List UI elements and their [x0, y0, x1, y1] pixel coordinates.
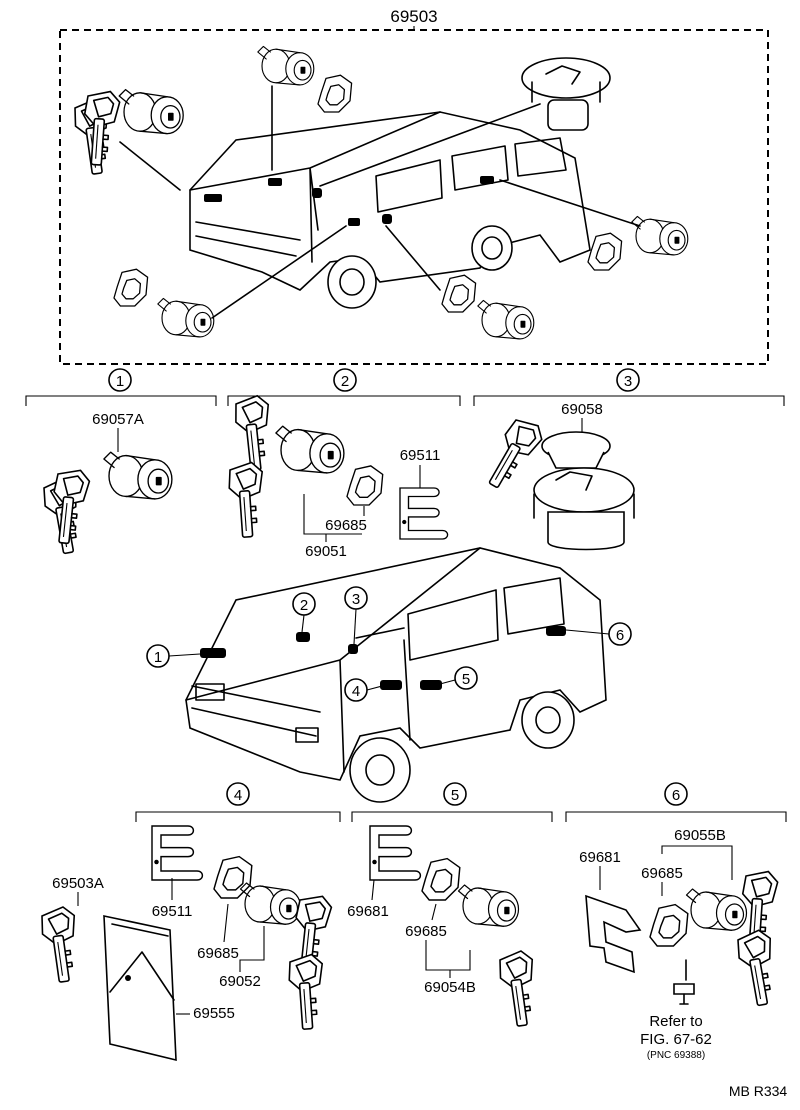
svg-text:1: 1 — [154, 649, 162, 666]
section-header-6: 6 — [565, 782, 787, 822]
svg-text:4: 4 — [352, 683, 360, 700]
svg-text:2: 2 — [300, 597, 308, 614]
section-5-lock — [457, 884, 542, 1029]
part-label-69511-a: 69511 — [400, 447, 441, 464]
section-header-1: 1 — [25, 368, 217, 406]
svg-text:Refer to: Refer to — [649, 1013, 702, 1030]
section-4-lock — [239, 882, 334, 1031]
part-label-69681-b: 69681 — [579, 849, 621, 866]
top-arrows — [119, 85, 641, 319]
top-cylinder-1 — [257, 45, 315, 86]
key-case — [103, 915, 177, 1062]
spare-key — [38, 904, 84, 985]
van-callout-4: 4 — [344, 678, 383, 702]
section-header-4: 4 — [135, 782, 341, 822]
part-label-69503: 69503 — [390, 7, 437, 26]
top-ring-4 — [587, 232, 623, 271]
top-fuel-lock — [521, 57, 611, 131]
van-callout-2: 2 — [292, 592, 316, 633]
section-6-clip — [585, 894, 642, 974]
part-label-69685-a: 69685 — [325, 517, 367, 534]
top-ring-2 — [113, 268, 149, 307]
part-label-69055B: 69055B — [674, 827, 726, 844]
svg-text:6: 6 — [616, 627, 624, 644]
van-callout-1: 1 — [146, 644, 201, 668]
top-keys — [71, 88, 184, 177]
top-cylinder-2 — [157, 297, 215, 338]
van-overview-top — [189, 111, 591, 309]
top-cylinder-4 — [631, 215, 689, 256]
section-5-clip — [369, 825, 422, 881]
top-ring-1 — [317, 74, 353, 113]
section-header-3: 3 — [473, 368, 785, 406]
part-label-69503A: 69503A — [52, 875, 104, 892]
section-header-2: 2 — [227, 368, 461, 406]
svg-text:4: 4 — [234, 787, 242, 804]
section-4-clip — [151, 825, 204, 881]
part-label-69685-d: 69685 — [641, 865, 683, 882]
svg-text:1: 1 — [116, 373, 124, 390]
part-label-69051: 69051 — [305, 543, 347, 560]
svg-text:3: 3 — [624, 373, 632, 390]
top-cylinder-3 — [477, 299, 535, 340]
section-3-fuel-lock — [479, 413, 635, 551]
section-1-lock — [40, 451, 173, 557]
van-callout-3: 3 — [344, 586, 368, 645]
part-label-69057A: 69057A — [92, 411, 144, 428]
refer-note: Refer to FIG. 67-62 (PNC 69388) — [640, 1013, 712, 1061]
van-callout-5: 5 — [439, 666, 478, 690]
part-label-69511-b: 69511 — [152, 903, 193, 920]
section-5-ring — [421, 857, 461, 901]
section-4-ring — [213, 855, 253, 899]
top-ring-3 — [441, 274, 477, 313]
part-label-69555: 69555 — [193, 1005, 235, 1022]
overview-box: 69503 — [59, 7, 769, 365]
refer-part — [673, 959, 695, 1005]
svg-text:3: 3 — [352, 591, 360, 608]
part-label-69685-b: 69685 — [197, 945, 239, 962]
section-header-5: 5 — [351, 782, 553, 822]
svg-text:5: 5 — [462, 671, 470, 688]
svg-text:2: 2 — [341, 373, 349, 390]
part-label-69054B: 69054B — [424, 979, 476, 996]
figure-code: MB R334 — [729, 1083, 788, 1099]
van-callout-6: 6 — [565, 622, 632, 646]
svg-text:FIG. 67-62: FIG. 67-62 — [640, 1031, 712, 1048]
svg-text:(PNC 69388): (PNC 69388) — [647, 1050, 705, 1061]
svg-text:5: 5 — [451, 787, 459, 804]
part-label-69685-c: 69685 — [405, 923, 447, 940]
section-6-ring — [649, 903, 689, 947]
part-label-69052: 69052 — [219, 973, 261, 990]
section-6-lock — [685, 869, 783, 1009]
van-callout-view — [185, 547, 607, 803]
part-label-69681-a: 69681 — [347, 903, 389, 920]
part-label-69058: 69058 — [561, 401, 603, 418]
svg-text:6: 6 — [672, 787, 680, 804]
